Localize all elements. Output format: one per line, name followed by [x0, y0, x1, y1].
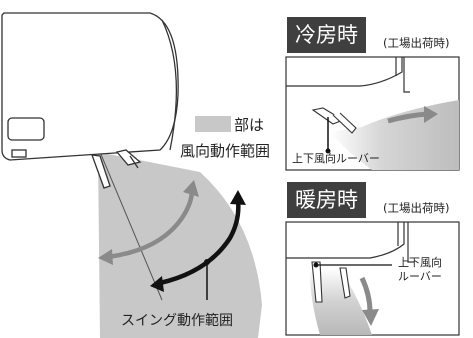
heating-airflow	[310, 268, 372, 335]
heating-vane	[311, 261, 323, 303]
cooling-vane-label: 上下風向ルーバー	[292, 152, 380, 165]
cooling-subtitle: (工場出荷時)	[383, 36, 450, 50]
heating-vane-label-line2: ルーバー	[398, 270, 442, 283]
cooling-title: 冷房時	[287, 17, 366, 53]
heating-subtitle: (工場出荷時)	[383, 201, 450, 215]
indoor-unit	[1, 12, 179, 189]
arrowhead-gray-top	[183, 180, 199, 197]
cooling-unit	[286, 57, 403, 87]
airflow-range-arrow	[107, 189, 195, 260]
heating-vane-label-line1: 上下風向	[398, 256, 442, 269]
swing-arrow	[159, 199, 241, 286]
legend-swatch	[195, 116, 231, 132]
swing-label: スイング動作範囲	[121, 313, 233, 329]
heating-arrow	[359, 276, 373, 313]
heating-title: 暖房時	[287, 182, 366, 218]
arrowhead-dark-left	[150, 276, 164, 292]
heating-unit	[286, 222, 405, 259]
arrowhead-gray-left	[98, 249, 113, 265]
legend-suffix: 部は	[234, 116, 265, 134]
swing-range-area	[98, 152, 262, 338]
swing-center-line	[99, 151, 163, 301]
arrowhead-dark-top	[230, 190, 246, 205]
legend-line2: 風向動作範囲	[180, 142, 271, 160]
